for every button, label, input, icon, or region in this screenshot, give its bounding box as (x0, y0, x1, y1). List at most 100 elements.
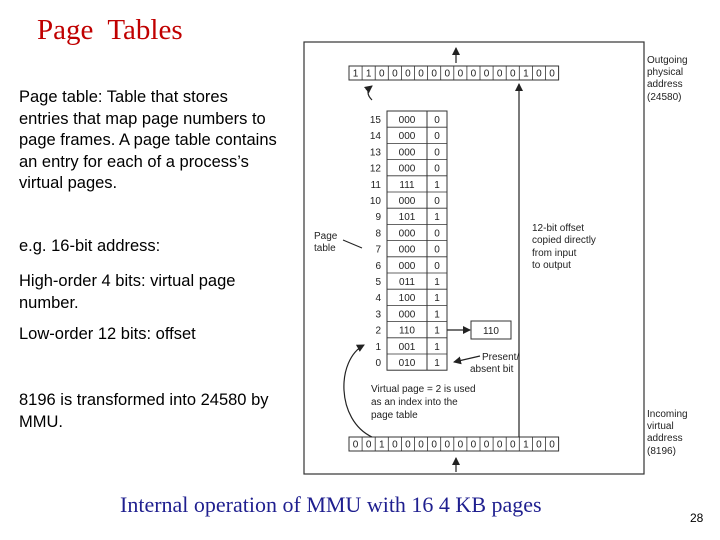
incoming-address-bit: 0 (444, 440, 450, 451)
page-frame-number: 000 (399, 131, 416, 142)
page-number: 28 (690, 511, 704, 525)
page-frame-number: 011 (399, 277, 415, 288)
page-frame-number: 000 (399, 245, 416, 256)
page-table-description: Page table: Table that stores entries th… (19, 88, 277, 192)
page-frame-number: 000 (399, 196, 416, 207)
present-absent-bit: 1 (434, 358, 440, 369)
page-table-index: 9 (375, 212, 381, 223)
page-table-index: 2 (375, 326, 381, 337)
present-absent-bit: 0 (434, 228, 440, 239)
page-table-label-2: table (314, 243, 336, 254)
incoming-label-2: virtual (647, 421, 674, 432)
low-order-bits-note: Low-order 12 bits: offset (19, 325, 196, 343)
incoming-address-bit: 0 (431, 440, 437, 451)
page-frame-number: 101 (399, 212, 416, 223)
lookup-result-value: 110 (483, 326, 499, 337)
page-table-index: 13 (370, 147, 382, 158)
outgoing-address-bit: 0 (444, 69, 450, 80)
present-absent-bit: 0 (434, 245, 440, 256)
page-table-index: 0 (375, 358, 381, 369)
incoming-address-bit: 0 (484, 440, 490, 451)
outgoing-address-bit: 0 (510, 69, 516, 80)
page-table-index: 7 (375, 245, 381, 256)
index-arrow (343, 344, 373, 438)
page-table-index: 12 (370, 164, 382, 175)
page-frame-number: 000 (399, 115, 416, 126)
figure-frame (303, 41, 645, 475)
virtual-page-note-3: page table (371, 410, 418, 421)
incoming-address-bit: 0 (549, 440, 555, 451)
figure-caption: Internal operation of MMU with 16 4 KB p… (120, 492, 542, 517)
frame-number-arrow (364, 85, 373, 101)
incoming-address-bit: 0 (510, 440, 516, 451)
page-frame-number: 000 (399, 261, 416, 272)
present-label-2: absent bit (470, 364, 514, 375)
page-table-label-1: Page (314, 231, 338, 242)
present-absent-bit: 1 (434, 293, 440, 304)
outgoing-address-bit: 0 (536, 69, 542, 80)
present-absent-bit: 1 (434, 326, 440, 337)
outgoing-address-bit: 1 (353, 69, 359, 80)
page-table-index: 1 (375, 342, 381, 353)
page-table-index: 8 (375, 228, 381, 239)
present-label-1: Present/ (482, 352, 519, 363)
incoming-address-bit: 0 (497, 440, 503, 451)
page-table-index: 10 (370, 196, 382, 207)
present-absent-bit: 1 (434, 180, 440, 191)
present-absent-bit: 0 (434, 164, 440, 175)
outgoing-label-3: address (647, 79, 683, 90)
offset-note-1: 12-bit offset (532, 223, 584, 234)
address-example: e.g. 16-bit address: (19, 237, 161, 255)
present-absent-bit: 0 (434, 131, 440, 142)
page-table-index: 11 (371, 180, 382, 191)
outgoing-address-bit: 0 (484, 69, 490, 80)
incoming-address-bit: 1 (523, 440, 529, 451)
incoming-label-4: (8196) (647, 446, 676, 457)
transform-note: 8196 is transformed into 24580 by MMU. (19, 391, 269, 431)
present-absent-bit: 0 (434, 147, 440, 158)
outgoing-address-bit: 0 (379, 69, 385, 80)
incoming-address-bit: 0 (536, 440, 542, 451)
outgoing-label-2: physical (647, 67, 683, 78)
outgoing-address-bit: 0 (405, 69, 411, 80)
incoming-label-3: address (647, 433, 683, 444)
incoming-address-bit: 0 (392, 440, 398, 451)
high-order-bits-note: High-order 4 bits: virtual page number. (19, 272, 236, 312)
outgoing-address-bit: 0 (431, 69, 437, 80)
incoming-address-bit: 1 (379, 440, 385, 451)
present-absent-bit: 1 (434, 342, 440, 353)
present-absent-bit: 1 (434, 212, 440, 223)
slide-title: Page Tables (37, 14, 183, 46)
page-table-index: 3 (375, 309, 381, 320)
incoming-address-bit: 0 (405, 440, 411, 451)
incoming-address-bit: 0 (353, 440, 359, 451)
present-bit-arrow (453, 355, 481, 365)
outgoing-address-bit: 0 (458, 69, 464, 80)
outgoing-address-bit: 0 (549, 69, 555, 80)
outgoing-address-bit: 0 (418, 69, 424, 80)
incoming-address-bit: 0 (458, 440, 464, 451)
outgoing-address-bit: 1 (366, 69, 372, 80)
outgoing-address-bit: 1 (523, 69, 529, 80)
page-frame-number: 010 (399, 358, 416, 369)
page-table-index: 15 (370, 115, 382, 126)
page-frame-number: 110 (399, 326, 415, 337)
page-frame-number: 000 (399, 164, 416, 175)
outgoing-label-4: (24580) (647, 92, 681, 103)
lookup-result-box (470, 320, 512, 340)
page-frame-number: 000 (399, 309, 416, 320)
outgoing-address-bit: 0 (497, 69, 503, 80)
incoming-address-bit: 0 (471, 440, 477, 451)
page-frame-number: 000 (399, 147, 416, 158)
page-frame-number: 100 (399, 293, 416, 304)
page-frame-number: 001 (399, 342, 416, 353)
page-frame-number: 000 (399, 228, 416, 239)
present-absent-bit: 0 (434, 196, 440, 207)
outgoing-address-bit: 0 (392, 69, 398, 80)
outgoing-address-bit: 0 (471, 69, 477, 80)
page-table-index: 5 (375, 277, 381, 288)
